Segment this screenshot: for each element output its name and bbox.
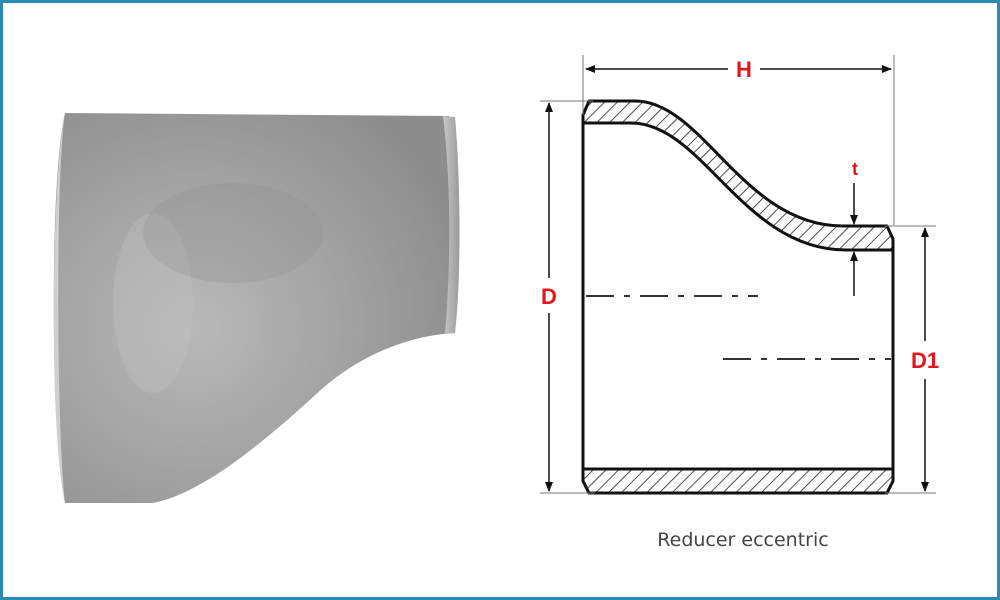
label-d1: D1: [911, 348, 939, 373]
label-t: t: [852, 159, 858, 179]
reducer-photo: [53, 113, 460, 503]
reducer-small-end: [443, 116, 460, 334]
reducer-large-end: [53, 113, 65, 503]
label-h: H: [736, 57, 752, 82]
label-d: D: [541, 284, 557, 309]
figure-caption: Reducer eccentric: [657, 529, 828, 551]
reducer-body: [53, 113, 456, 503]
figure-canvas: H D D1 t Reducer eccentric: [53, 55, 939, 551]
bottom-wall-section: [581, 467, 895, 495]
top-wall-section: [581, 99, 895, 252]
reducer-drawing: H D D1 t: [540, 55, 939, 495]
extension-lines: [540, 55, 936, 494]
